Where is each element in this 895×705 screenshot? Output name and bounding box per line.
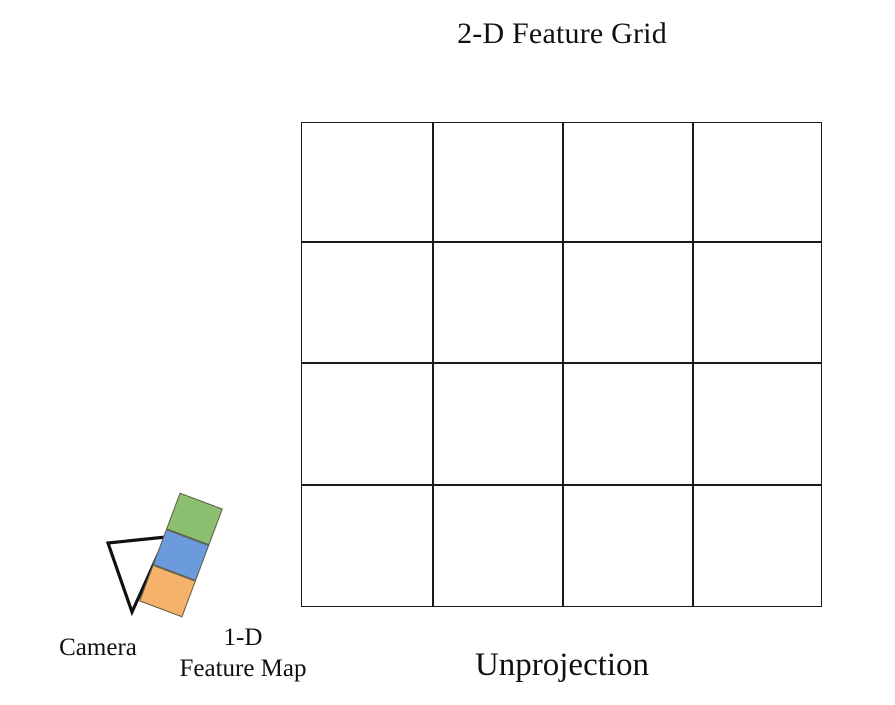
grid-cell [693, 122, 822, 242]
camera-label: Camera [59, 634, 137, 661]
grid-cell [433, 242, 563, 363]
grid-cell [693, 485, 822, 607]
grid-cell [563, 242, 693, 363]
grid-cell [693, 242, 822, 363]
feature-map-label-line-2: Feature Map [179, 655, 307, 682]
grid-cell [301, 122, 433, 242]
page-title: 2-D Feature Grid [457, 17, 667, 50]
grid-cell [433, 363, 563, 485]
grid-cell [563, 485, 693, 607]
grid-cell [563, 122, 693, 242]
grid-cell [693, 363, 822, 485]
grid-cell [301, 363, 433, 485]
grid-cell [433, 485, 563, 607]
grid-cell [563, 363, 693, 485]
grid-cell [433, 122, 563, 242]
grid-cell [301, 485, 433, 607]
grid-cell [301, 242, 433, 363]
feature-grid [301, 122, 822, 607]
feature-map-label: 1-D Feature Map [153, 622, 333, 684]
feature-map-label-line-1: 1-D [223, 624, 263, 651]
unprojection-label: Unprojection [474, 647, 650, 683]
